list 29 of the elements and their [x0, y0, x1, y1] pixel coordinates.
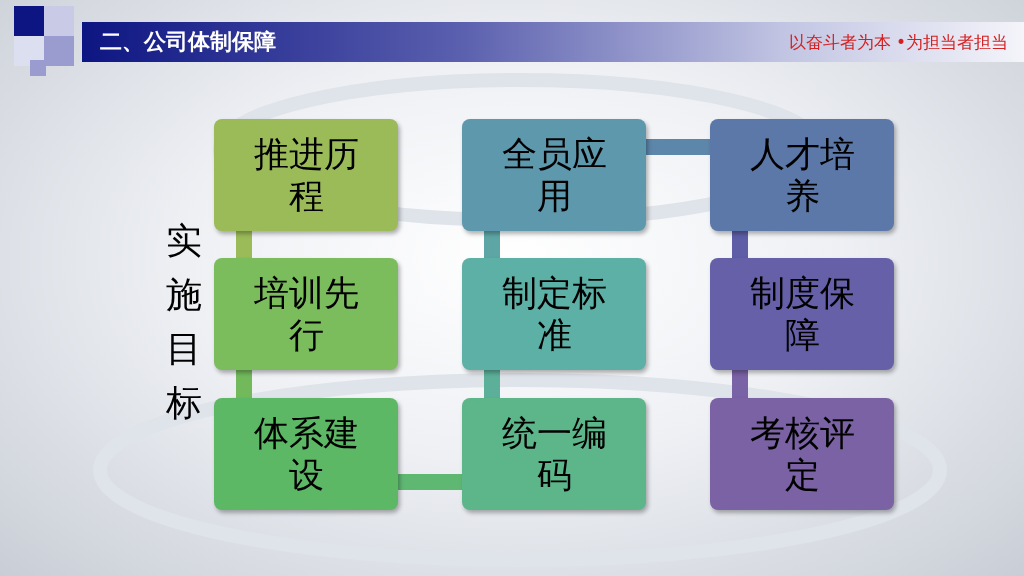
process-box — [462, 119, 646, 231]
connector-bar — [646, 139, 710, 155]
slogan: 以奋斗者为本 •为担当者担当 — [788, 31, 1008, 54]
box-text: 人才培养 — [748, 133, 856, 217]
process-box — [710, 119, 894, 231]
connector-bar — [398, 474, 462, 490]
box-text: 制度保障 — [748, 272, 856, 356]
box-text: 体系建设 — [252, 412, 360, 496]
process-box — [214, 119, 398, 231]
process-box — [214, 398, 398, 510]
box-text: 培训先行 — [252, 272, 360, 356]
box-text: 统一编码 — [500, 412, 608, 496]
box-text: 推进历程 — [252, 133, 360, 217]
connector-bar — [236, 370, 252, 398]
connector-bar — [236, 231, 252, 258]
box-text: 全员应用 — [500, 133, 608, 217]
connector-bar — [732, 370, 748, 398]
connector-bar — [484, 231, 500, 258]
process-box — [462, 258, 646, 370]
box-text: 制定标准 — [500, 272, 608, 356]
connector-bar — [732, 231, 748, 258]
process-box — [214, 258, 398, 370]
box-text: 考核评定 — [748, 412, 856, 496]
process-box — [710, 398, 894, 510]
process-box — [710, 258, 894, 370]
side-label: 实施目标 — [166, 219, 202, 425]
slide-title: 二、公司体制保障 — [100, 28, 276, 56]
connector-bar — [484, 370, 500, 398]
process-box — [462, 398, 646, 510]
